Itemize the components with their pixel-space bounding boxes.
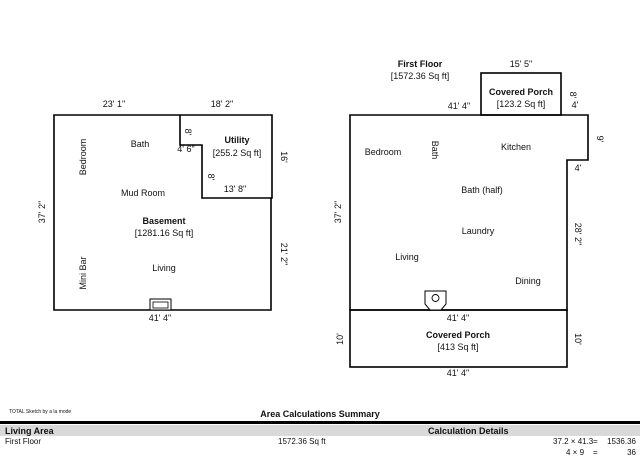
ff-dim-right-step2: 4'	[575, 163, 582, 173]
summary-row-eq: =	[593, 437, 598, 446]
first-floor-outline	[349, 114, 589, 311]
ff-room-dining: Dining	[515, 276, 541, 286]
basement-room-bedroom: Bedroom	[78, 139, 88, 176]
summary-divider	[0, 421, 640, 424]
basement-room-living: Living	[152, 263, 176, 273]
first-floor-area: [1572.36 Sq ft]	[391, 71, 450, 81]
summary-row-calc-lhs: 4 × 9	[566, 448, 585, 457]
porch-dim-left: 10'	[335, 333, 345, 345]
bottom-porch-area: [413 Sq ft]	[437, 342, 478, 352]
summary-row-calc-lhs: 37.2 × 41.3	[553, 437, 594, 446]
basement-dim-notch-v1: 8'	[183, 129, 193, 136]
porch-dim-top: 15' 5"	[510, 59, 532, 69]
top-porch-area: [123.2 Sq ft]	[497, 99, 546, 109]
ff-room-kitchen: Kitchen	[501, 142, 531, 152]
basement-fireplace-icon	[149, 298, 172, 311]
basement-room-mud-room: Mud Room	[121, 188, 165, 198]
ff-dim-top-left: 41' 4"	[448, 101, 470, 111]
ff-room-bedroom: Bedroom	[365, 147, 402, 157]
summary-row-calc-rhs: 1536.36	[607, 437, 636, 446]
summary-row-calc-rhs: 36	[627, 448, 636, 457]
basement-dim-notch-v2: 8'	[206, 174, 216, 181]
basement-area-name: Basement	[142, 216, 185, 226]
sketch-credit: TOTAL Sketch by a la mode	[9, 409, 71, 415]
basement-room-mini-bar: Mini Bar	[78, 256, 88, 289]
first-floor-title: First Floor	[398, 59, 443, 69]
basement-dim-bottom: 41' 4"	[149, 313, 171, 323]
basement-dim-left: 37' 2"	[37, 201, 47, 223]
summary-row-name: First Floor	[5, 437, 41, 446]
first-floor-plan: First Floor [1572.36 Sq ft] 15' 5" 8' Co…	[333, 59, 605, 378]
basement-room-bath: Bath	[131, 139, 150, 149]
basement-dim-top-right: 18' 2"	[211, 99, 233, 109]
ff-room-bath: Bath	[430, 141, 440, 160]
ff-dim-right-notch: 9'	[595, 136, 605, 143]
top-porch-name: Covered Porch	[489, 87, 553, 97]
basement-dim-right-lower: 21' 2"	[279, 243, 289, 265]
ff-dim-left: 37' 2"	[333, 201, 343, 223]
ff-dim-step-right: 4'	[572, 100, 579, 110]
ff-dim-right: 28' 2"	[573, 223, 583, 245]
basement-plan: 23' 1" 18' 2" 37' 2" 41' 4" 16' 21' 2" 8…	[37, 99, 289, 323]
basement-dim-right-upper: 16'	[279, 151, 289, 163]
summary-row: First Floor 1572.36 Sq ft 37.2 × 41.3 = …	[0, 437, 640, 447]
basement-area-value: [1281.16 Sq ft]	[135, 228, 194, 238]
basement-dim-top-left: 23' 1"	[103, 99, 125, 109]
basement-dim-notch-h2: 13' 8"	[224, 184, 246, 194]
porch-dim-right: 8'	[568, 92, 578, 99]
living-area-header: Living Area	[5, 426, 54, 436]
utility-name: Utility	[224, 135, 249, 145]
basement-dim-notch-h1: 4' 6"	[177, 144, 194, 154]
bottom-covered-porch	[349, 309, 568, 368]
porch-dim-right-bottom: 10'	[573, 333, 583, 345]
summary-header-row: Living Area Calculation Details	[0, 425, 640, 436]
ff-dim-bottom: 41' 4"	[447, 368, 469, 378]
summary-row: 4 × 9 = 36	[0, 448, 640, 458]
ff-room-living: Living	[395, 252, 419, 262]
summary-row-area: 1572.36 Sq ft	[278, 437, 326, 446]
utility-wall	[179, 115, 272, 199]
ff-dim-inner-bottom: 41' 4"	[447, 313, 469, 323]
calculation-details-header: Calculation Details	[428, 426, 509, 436]
ff-room-bath-half: Bath (half)	[461, 185, 503, 195]
utility-area-value: [255.2 Sq ft]	[213, 148, 262, 158]
ff-room-laundry: Laundry	[462, 226, 495, 236]
bottom-porch-name: Covered Porch	[426, 330, 490, 340]
area-calculations-title: Area Calculations Summary	[260, 409, 380, 419]
summary-row-eq: =	[593, 448, 598, 457]
first-floor-fireplace-icon	[424, 290, 447, 311]
